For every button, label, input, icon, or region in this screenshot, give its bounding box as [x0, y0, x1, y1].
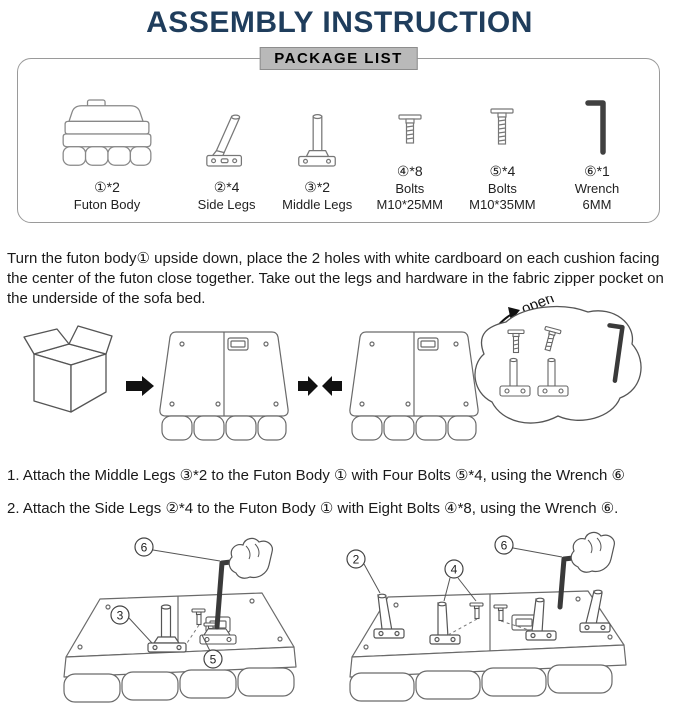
callout-2: 2 [346, 549, 366, 569]
package-item-middle-legs: ③*2 Middle Legs [271, 65, 363, 222]
callout-leader-line [363, 563, 381, 594]
package-item-side-legs: ②*4 Side Legs [183, 65, 271, 222]
step1-diagram: 6 3 5 [63, 537, 297, 703]
pocket-bolt-icon [544, 326, 562, 352]
package-item-label: Middle Legs [282, 196, 353, 212]
step-1-text: 1. Attach the Middle Legs ③*2 to the Fut… [7, 467, 625, 484]
svg-text:6: 6 [501, 539, 508, 553]
middle-leg-illustration [147, 604, 187, 653]
futon-body-icon [57, 98, 157, 174]
callout-leader-line [512, 547, 563, 558]
carton-box-illustration [23, 325, 113, 413]
callout-leader-line [128, 617, 153, 644]
package-item-label: Bolts [395, 180, 425, 196]
callout-leader-line [443, 577, 451, 602]
bolt-icon [493, 604, 508, 622]
package-item-bolts-35: ⑤*4 Bolts M10*35MM [456, 65, 548, 222]
package-item-number: ⑥*1 [584, 163, 610, 179]
side-leg-illustration [525, 597, 557, 641]
assembly-steps: 1. Attach the Middle Legs ③*2 to the Fut… [7, 466, 675, 531]
package-item-number: ④*8 [396, 163, 423, 179]
hand-illustration [570, 531, 615, 573]
svg-text:6: 6 [141, 541, 148, 555]
callout-6: 6 [494, 535, 514, 555]
hardware-pocket-illustration [474, 305, 642, 424]
callout-leader-line [457, 577, 477, 602]
callout-6: 6 [134, 537, 154, 557]
step-2-text: 2. Attach the Side Legs ②*4 to the Futon… [7, 499, 619, 517]
page-title: ASSEMBLY INSTRUCTION [146, 6, 533, 39]
package-items-row: ①*2 Futon Body [32, 65, 645, 222]
hand-illustration [228, 537, 273, 579]
callout-leader-line [201, 634, 211, 652]
wrench-icon [582, 96, 612, 158]
svg-text:5: 5 [210, 653, 217, 667]
package-item-label: Futon Body [73, 196, 141, 212]
pocket-leg-icon [537, 357, 569, 397]
package-item-number: ⑤*4 [489, 163, 516, 179]
bolts-25mm-icon [397, 112, 423, 158]
bolt-icon [191, 608, 206, 626]
bolt-icon [469, 602, 484, 620]
futon-base-illustration [349, 590, 627, 702]
package-item-wrench: ⑥*1 Wrench 6MM [549, 65, 645, 222]
package-item-number: ②*4 [213, 179, 240, 196]
callout-3: 3 [110, 605, 130, 625]
package-item-futon-body: ①*2 Futon Body [32, 65, 182, 222]
side-leg-illustration [373, 593, 405, 639]
svg-text:4: 4 [451, 563, 458, 577]
middle-legs-icon [293, 112, 341, 174]
package-item-label: Bolts [487, 180, 517, 196]
intro-text: Turn the futon body① upside down, place … [7, 250, 664, 308]
side-legs-icon [203, 112, 251, 174]
package-list-header: PACKAGE LIST [259, 47, 418, 70]
package-item-label: Wrench [574, 180, 620, 196]
futon-underside-illustration [159, 331, 289, 441]
svg-text:2: 2 [353, 553, 360, 567]
callout-4: 4 [444, 559, 464, 579]
package-item-spec: M10*25MM [376, 196, 444, 212]
svg-text:3: 3 [117, 609, 124, 623]
arrow-right-icon [126, 376, 154, 396]
callout-leader-line [152, 549, 221, 562]
package-item-number: ③*2 [304, 179, 331, 196]
futon-base-illustration [63, 592, 297, 703]
push-together-arrows-icon [298, 376, 342, 396]
package-item-number: ①*2 [94, 179, 120, 196]
unpacking-diagram: open [23, 296, 642, 441]
alignment-guide-line [186, 624, 200, 644]
futon-underside-2-illustration [349, 331, 479, 441]
pocket-leg-icon [499, 357, 531, 397]
callout-5: 5 [203, 649, 223, 669]
package-list-box: PACKAGE LIST [17, 47, 660, 223]
pocket-wrench-icon [607, 323, 625, 383]
step2-diagram: 2 4 6 [346, 531, 627, 702]
package-item-spec: 6MM [582, 196, 612, 212]
package-item-label: Side Legs [197, 196, 256, 212]
bolts-35mm-icon [489, 106, 515, 158]
second-leg-plate-illustration [199, 628, 237, 645]
package-item-bolts-25: ④*8 Bolts M10*25MM [364, 65, 456, 222]
side-leg-illustration [429, 601, 461, 645]
package-item-spec: M10*35MM [469, 196, 536, 212]
pocket-bolt-icon [507, 329, 525, 354]
side-leg-illustration [579, 589, 611, 633]
